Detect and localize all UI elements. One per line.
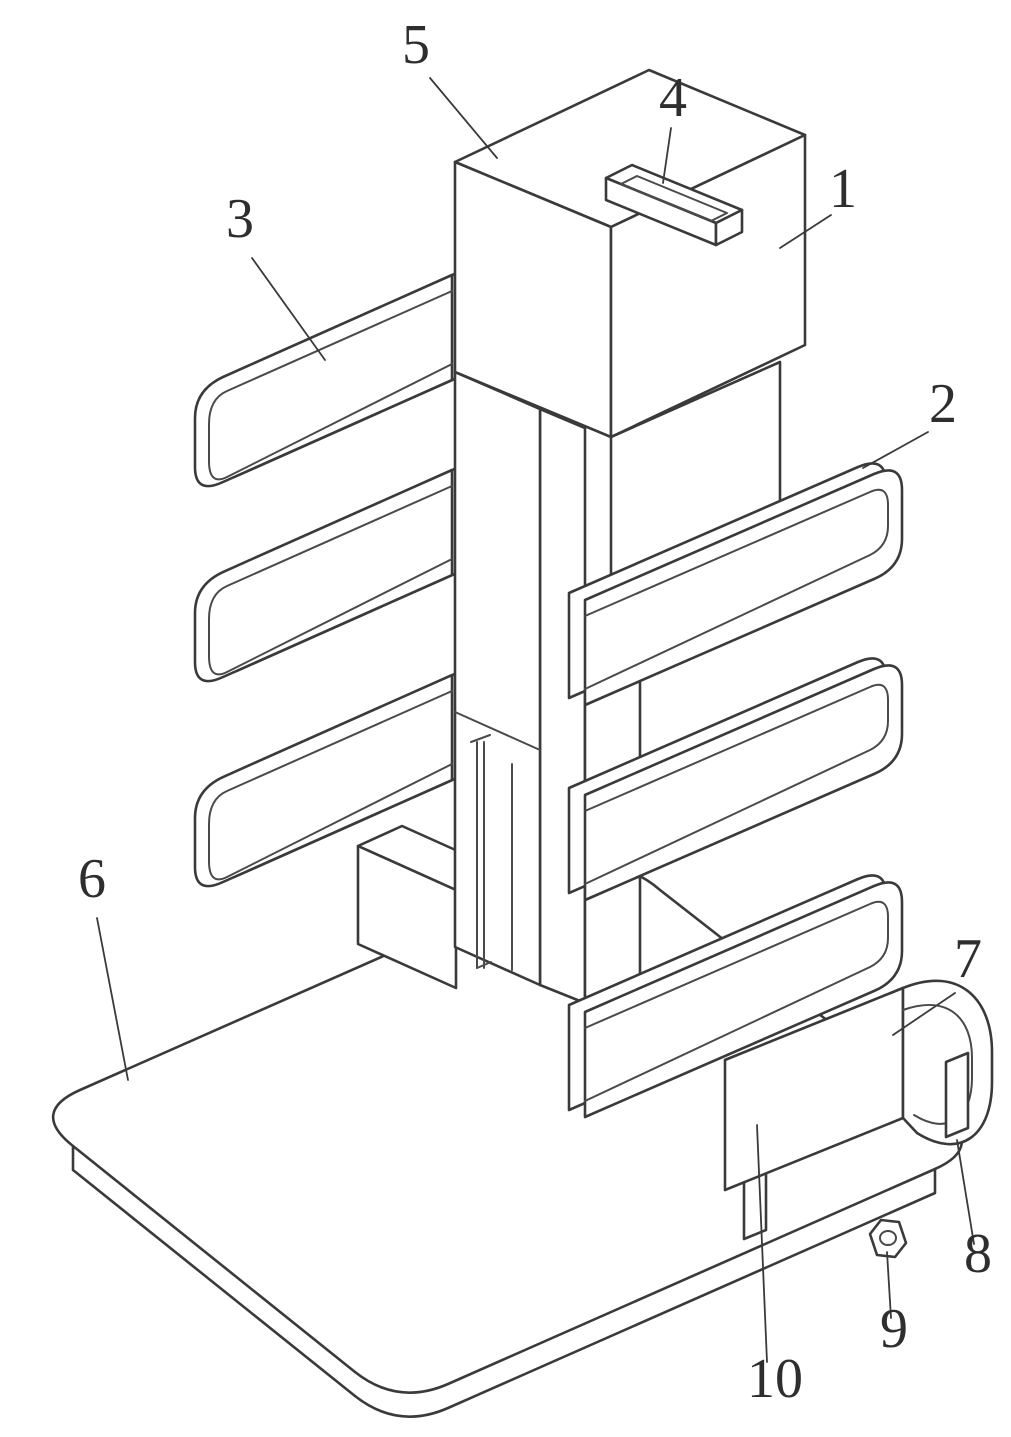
leader-line-2: [862, 431, 929, 469]
end-cap: [901, 979, 994, 1146]
callout-8: 8: [964, 1223, 992, 1285]
right-prong-3-front: [583, 881, 904, 1119]
callout-2: 2: [929, 373, 957, 435]
leader-line-10: [756, 1124, 768, 1363]
callout-labels: 1 2 3 4 5 6 7 8 9 10: [78, 14, 992, 1410]
leader-line-4: [662, 127, 672, 184]
handle-slot: [620, 175, 728, 222]
right-prong-2-front: [583, 664, 904, 902]
right-prong-2: [567, 657, 904, 902]
left-prong-3: [193, 666, 470, 888]
end-cap-slot: [944, 1051, 970, 1139]
left-prong-2-front: [193, 468, 454, 683]
left-prong-1-front: [193, 273, 454, 488]
left-prong-1-inner: [208, 290, 453, 481]
right-prong-group: [567, 462, 904, 1119]
left-prong-2: [193, 461, 470, 683]
leader-line-8: [956, 1139, 975, 1245]
left-prong-2-inner: [208, 485, 453, 676]
left-prong-group: [193, 266, 470, 888]
leader-lines: [96, 77, 975, 1363]
right-prong-3-inner: [584, 900, 889, 1102]
pin-top-tick: [470, 734, 491, 743]
right-prong-2-inner: [584, 683, 889, 885]
leader-line-5: [429, 77, 498, 159]
handle: [604, 163, 744, 247]
center-column: [453, 370, 587, 1005]
right-prong-1-front: [583, 469, 904, 707]
callout-5: 5: [402, 14, 430, 76]
column-break-line: [454, 711, 541, 751]
left-prong-1: [193, 266, 470, 488]
leader-line-9: [886, 1251, 892, 1319]
callout-10: 10: [747, 1348, 803, 1410]
left-prong-3-inner: [208, 690, 453, 881]
end-cap-inner: [902, 1004, 973, 1125]
hex-nut-outer: [868, 1218, 908, 1259]
column-side-face: [538, 407, 587, 1005]
callout-3: 3: [226, 188, 254, 250]
callout-1: 1: [829, 158, 857, 220]
left-prong-3-front: [193, 673, 454, 888]
base-plate-side-edge: [71, 1144, 937, 1418]
right-prong-1-inner: [584, 488, 889, 690]
hex-nut-hole: [879, 1230, 897, 1246]
callout-9: 9: [880, 1298, 908, 1360]
column-front-face: [453, 370, 542, 987]
callout-6: 6: [78, 848, 106, 910]
leader-line-1: [779, 214, 832, 249]
hex-nut: [868, 1218, 908, 1259]
leader-line-6: [96, 917, 129, 1081]
leader-line-3: [251, 257, 326, 361]
foot-front-face: [356, 844, 458, 990]
center-pin: [470, 734, 492, 969]
right-prong-3: [567, 874, 904, 1119]
leader-line-7: [892, 992, 956, 1036]
callout-4: 4: [659, 67, 687, 129]
callout-7: 7: [954, 928, 982, 990]
handle-end-face: [714, 208, 744, 247]
pin-bottom-tick: [476, 961, 492, 969]
